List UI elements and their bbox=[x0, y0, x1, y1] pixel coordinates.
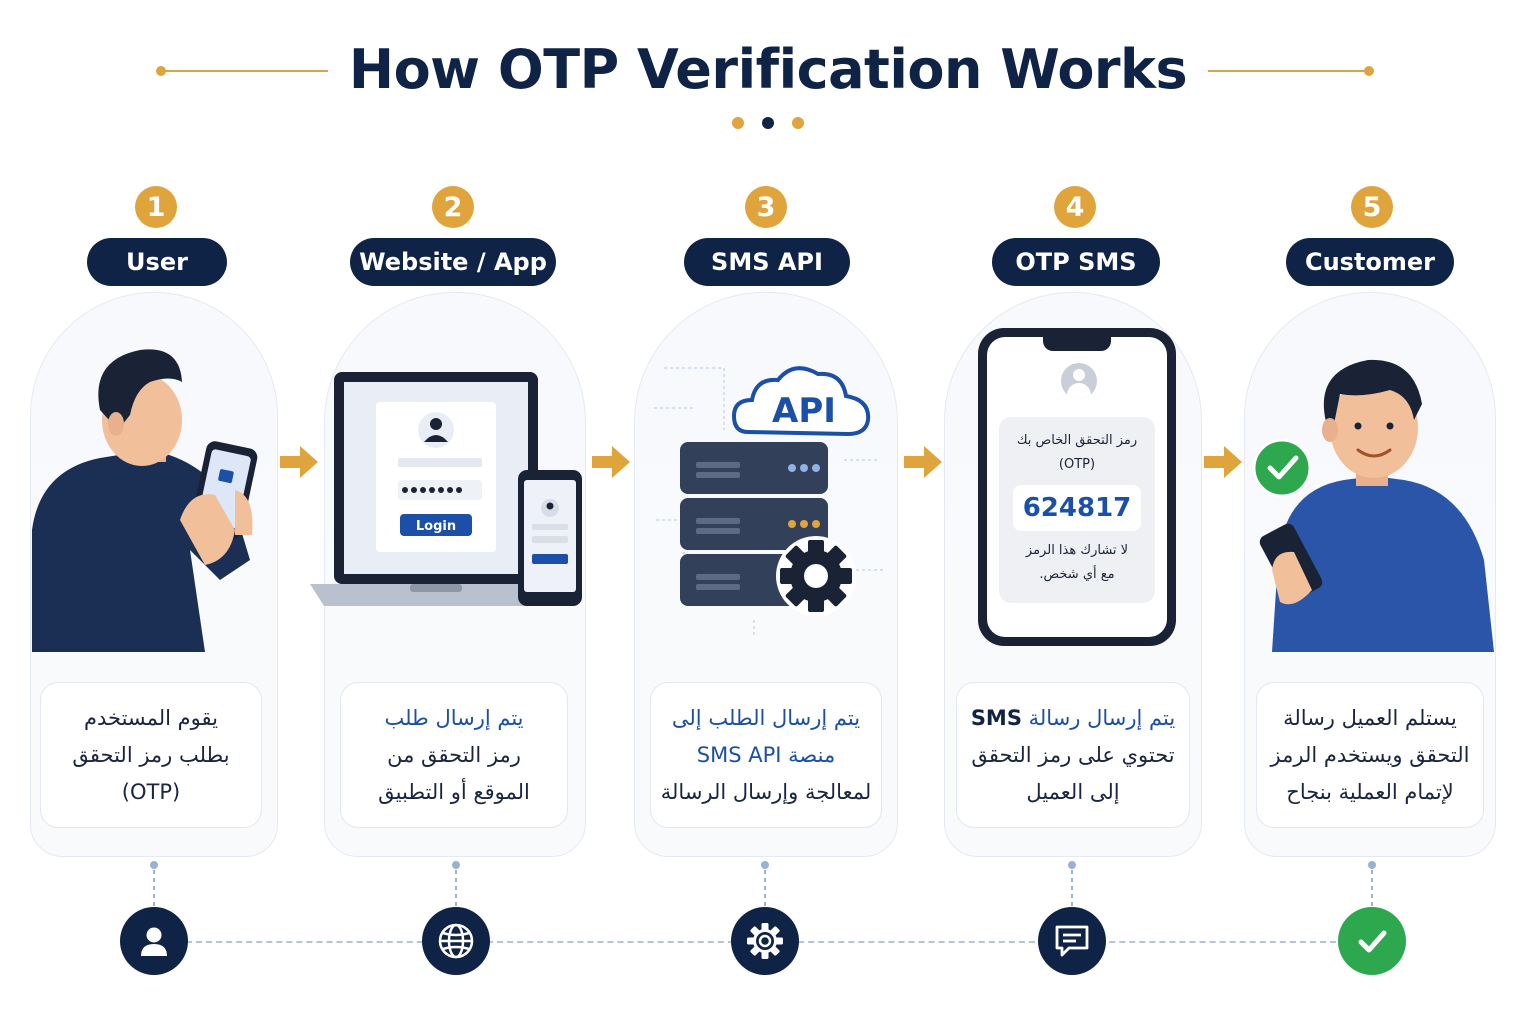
laptop-phone-illustration: Login bbox=[310, 372, 582, 606]
phone-notch bbox=[1043, 337, 1111, 351]
customer-illustration bbox=[1252, 359, 1494, 652]
api-cloud-label: API bbox=[772, 391, 836, 431]
step-description: يتم إرسال رسالة SMS تحتوي على رمز التحقق… bbox=[956, 682, 1190, 828]
globe-icon bbox=[422, 907, 490, 975]
gear-icon bbox=[731, 907, 799, 975]
api-server-illustration: API bbox=[654, 366, 884, 638]
sms-title: رمز التحقق الخاص بك bbox=[1016, 433, 1138, 448]
step-4: 4 OTP SMS رمز التحقق الخاص بك (OTP) 6248… bbox=[944, 0, 1202, 1024]
connector-4 bbox=[1068, 861, 1076, 912]
step-label: Customer bbox=[1286, 238, 1454, 286]
step-description: يتم إرسال طلب رمز التحقق من الموقع أو ال… bbox=[340, 682, 568, 828]
step-number: 2 bbox=[432, 186, 474, 228]
sms-warning-2: مع أي شخص. bbox=[1039, 567, 1115, 582]
login-button[interactable] bbox=[400, 514, 472, 536]
connector-1 bbox=[150, 861, 158, 912]
step-description: يتم إرسال الطلب إلى منصة SMS API لمعالجة… bbox=[650, 682, 882, 828]
arrow-1-2 bbox=[280, 446, 318, 478]
user-illustration bbox=[32, 349, 258, 652]
message-icon bbox=[1038, 907, 1106, 975]
user-icon bbox=[120, 907, 188, 975]
step-5: 5 Customer يستلم العميل رسالة التحقق ويس… bbox=[1244, 0, 1496, 1024]
title-dots bbox=[732, 117, 804, 129]
sender-avatar bbox=[1061, 363, 1097, 399]
phone-screen: رمز التحقق الخاص بك (OTP) 624817 لا تشار… bbox=[987, 337, 1167, 637]
title-line-right bbox=[1208, 66, 1374, 76]
step-number: 5 bbox=[1351, 186, 1393, 228]
step-description: يقوم المستخدم بطلب رمز التحقق (OTP) bbox=[40, 682, 262, 828]
arrow-3-4 bbox=[904, 446, 942, 478]
step-label: User bbox=[87, 238, 227, 286]
check-icon bbox=[1338, 907, 1406, 975]
step-number: 4 bbox=[1054, 186, 1096, 228]
connector-3 bbox=[761, 861, 769, 912]
page-title: How OTP Verification Works bbox=[348, 38, 1188, 101]
step-description: يستلم العميل رسالة التحقق ويستخدم الرمز … bbox=[1256, 682, 1484, 828]
sms-warning-1: لا تشارك هذا الرمز bbox=[1025, 543, 1129, 558]
step-1: 1 User يقوم المستخدم بطلب رمز التحقق (OT… bbox=[30, 0, 278, 1024]
title-line-left bbox=[156, 66, 328, 76]
step-3: 3 SMS API API يتم إرسال الطلب إلى bbox=[634, 0, 898, 1024]
step-label: Website / App bbox=[350, 238, 556, 286]
connector-2 bbox=[452, 861, 460, 912]
phone-frame: رمز التحقق الخاص بك (OTP) 624817 لا تشار… bbox=[978, 328, 1176, 646]
otp-code: 624817 bbox=[1013, 485, 1141, 531]
connector-5 bbox=[1368, 861, 1376, 912]
arrow-4-5 bbox=[1204, 446, 1242, 478]
arrow-2-3 bbox=[592, 446, 630, 478]
step-label: SMS API bbox=[684, 238, 850, 286]
sms-otp-label: (OTP) bbox=[1058, 457, 1096, 472]
login-button-label: Login bbox=[416, 519, 456, 534]
step-label: OTP SMS bbox=[992, 238, 1160, 286]
step-2: 2 Website / App Login يتم إرسال طلب رمز … bbox=[310, 0, 586, 1024]
step-number: 3 bbox=[745, 186, 787, 228]
step-number: 1 bbox=[135, 186, 177, 228]
